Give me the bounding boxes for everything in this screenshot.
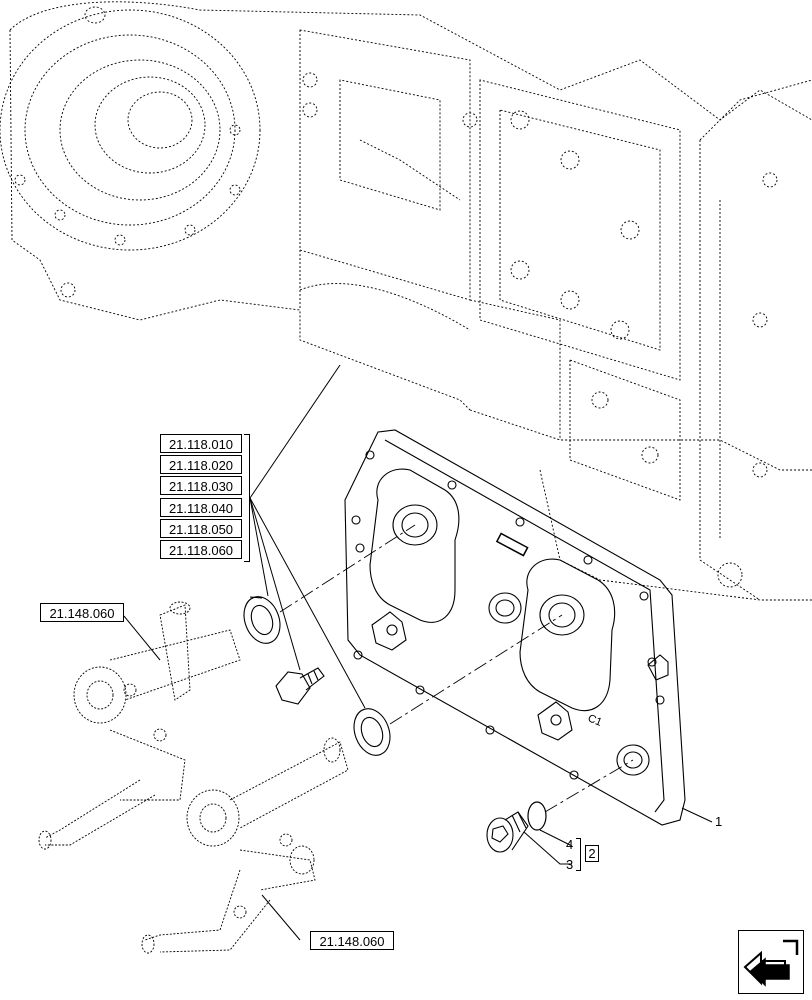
reference-group-bracket [244,434,250,562]
reference-21-118-050[interactable]: 21.118.050 [160,518,242,538]
previous-arrow-icon [743,939,799,987]
callout-item-3: 3 [566,857,574,872]
transmission-housing [0,1,812,601]
callout-item-2: 2 [585,845,599,862]
previous-page-button[interactable] [738,930,804,994]
callout-item-1: 1 [715,814,723,829]
reference-upper-lever[interactable]: 21.148.060 [40,603,124,622]
shift-lever-upper [38,601,241,850]
callout-item-4: 4 [566,837,574,852]
reference-21-118-040[interactable]: 21.118.040 [160,497,242,517]
reference-21-118-030[interactable]: 21.118.030 [160,476,242,496]
seal-ring-lower [353,708,391,756]
callout-bracket [576,838,581,871]
plug-screw [486,811,529,853]
reference-21-118-060[interactable]: 21.118.060 [160,539,242,559]
reference-group: 21.118.010 21.118.020 21.118.030 21.118.… [160,434,250,564]
reference-lower-lever[interactable]: 21.148.060 [310,931,394,950]
reference-21-118-020[interactable]: 21.118.020 [160,455,242,475]
reference-21-118-010[interactable]: 21.118.010 [160,434,242,453]
seal-ring-upper [243,596,281,644]
valve-cover-plate [344,429,686,826]
hex-bolt [275,667,325,705]
o-ring [527,801,547,831]
shift-lever-lower [141,737,349,954]
plate-marking-label: C1 [586,712,604,728]
